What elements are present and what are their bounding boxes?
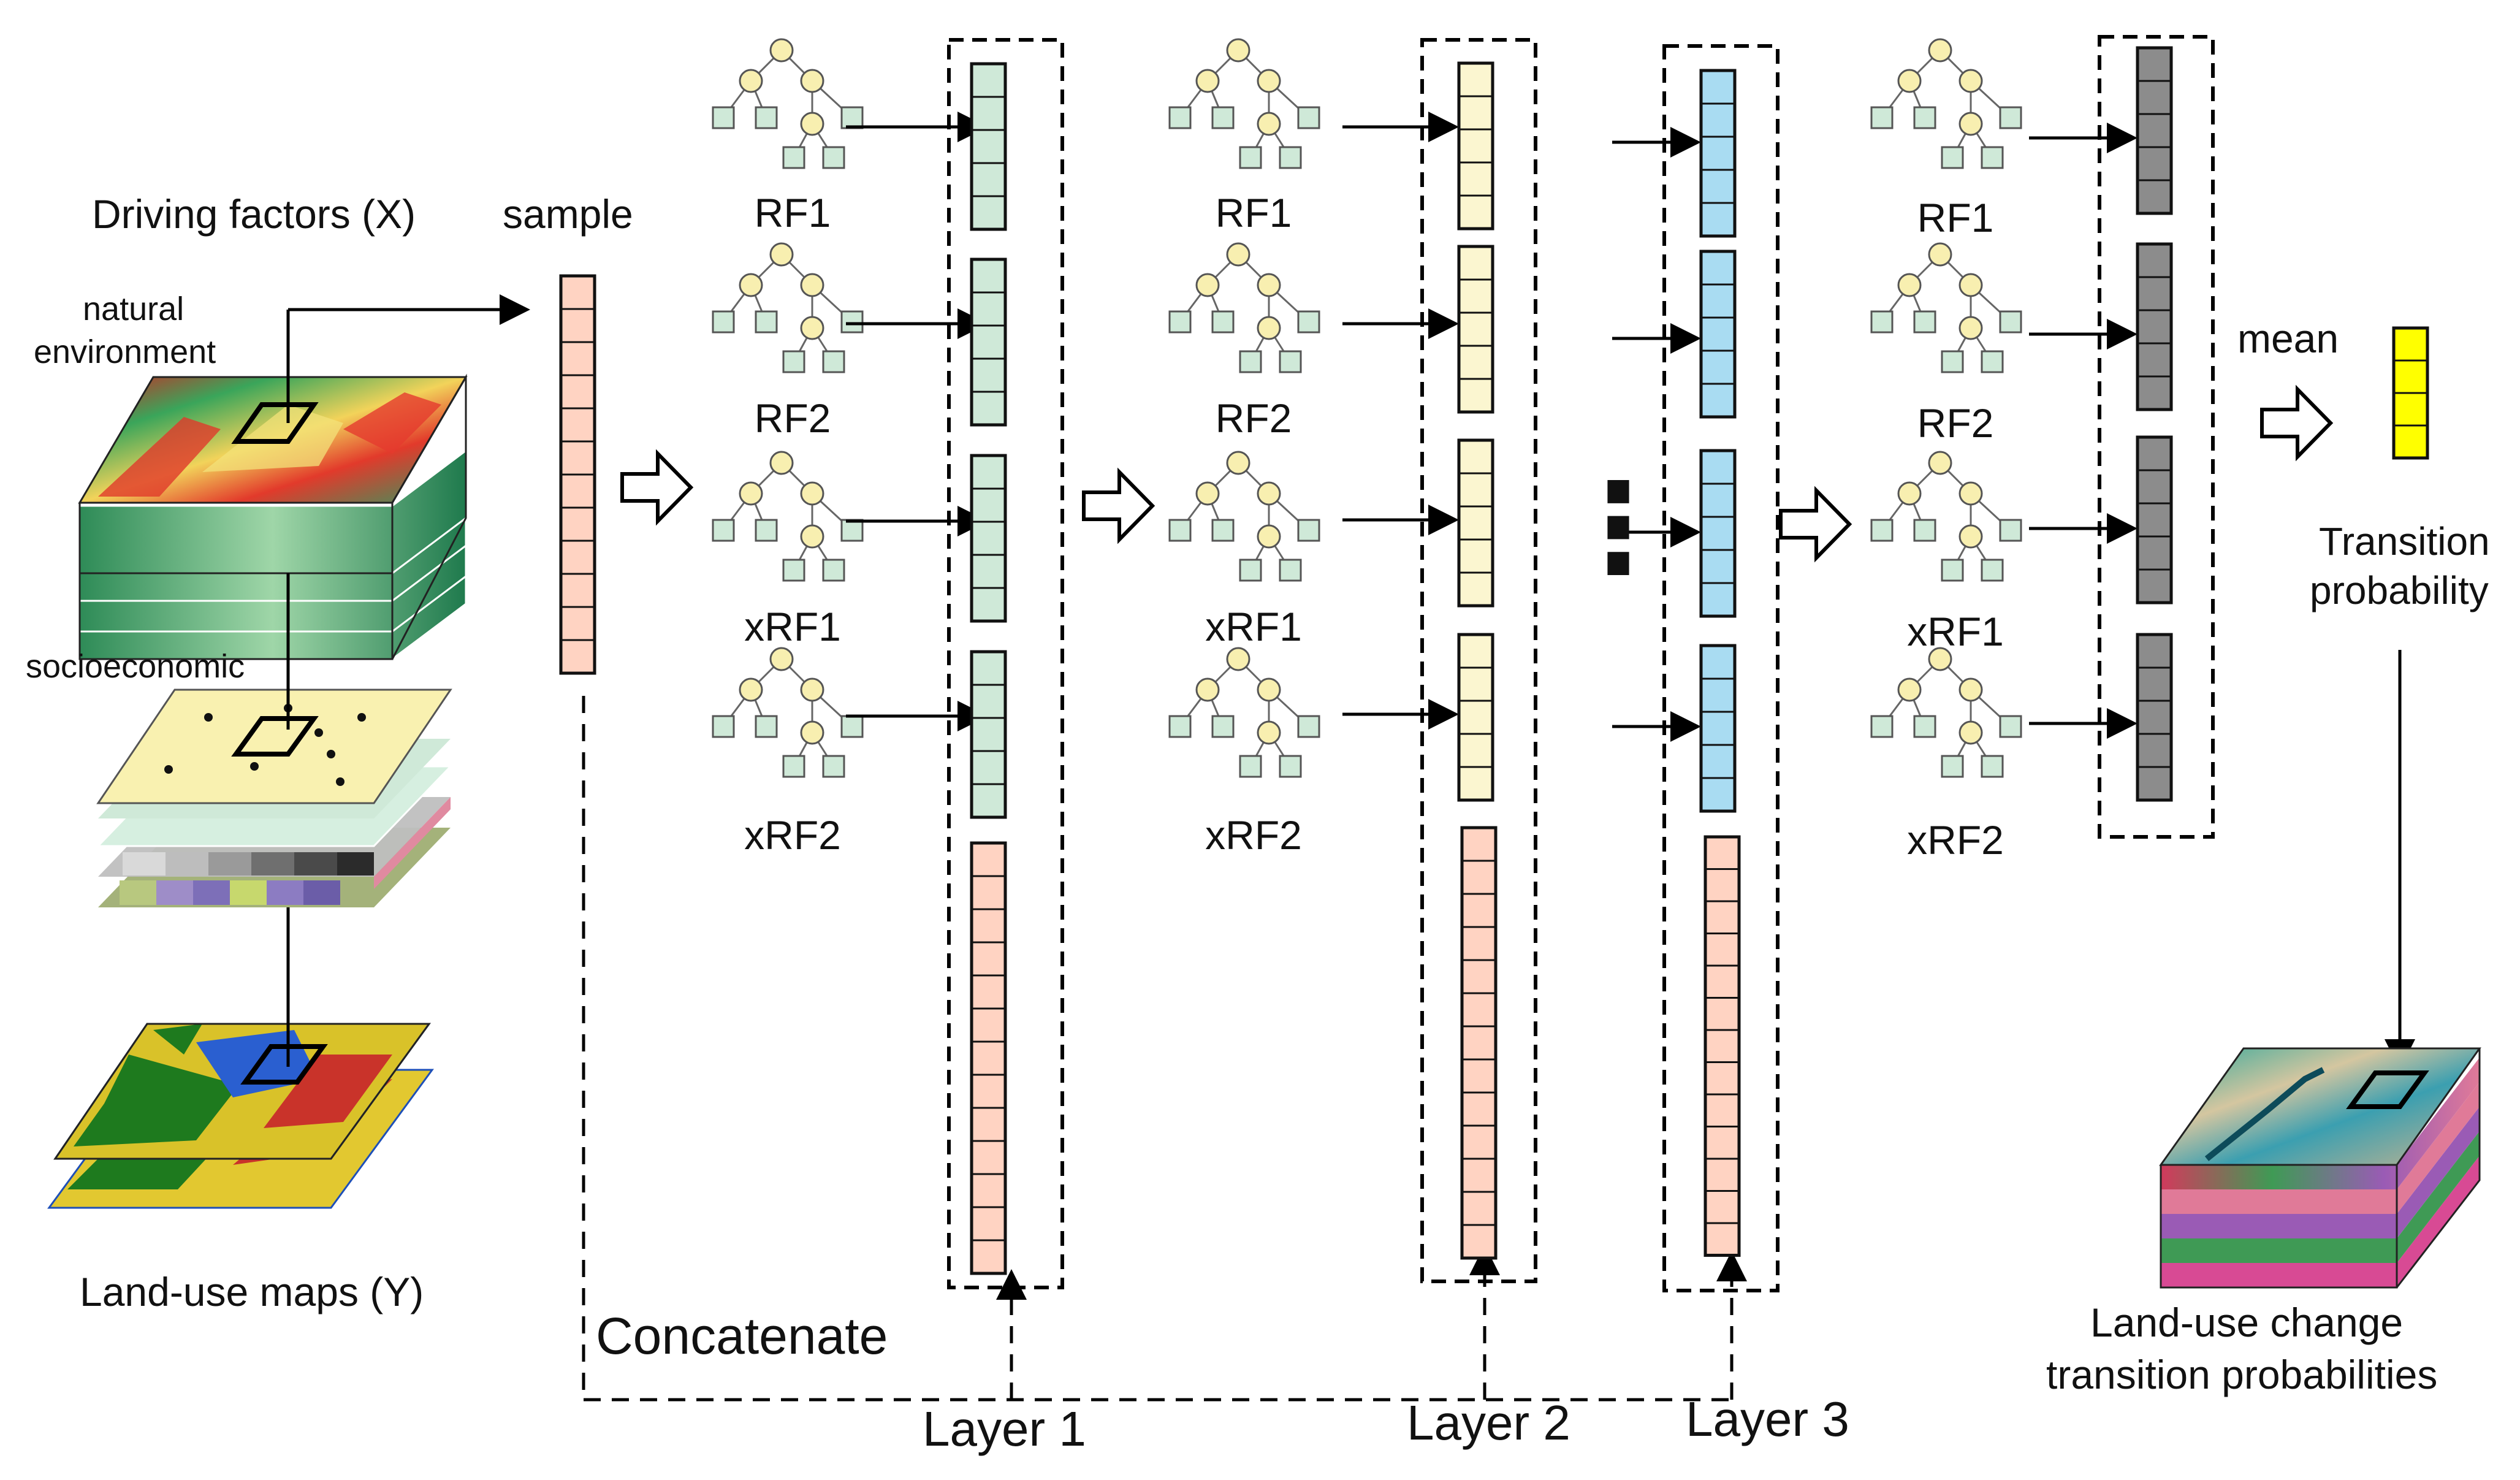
socioeconomic-stack [96,689,453,907]
layer-1-rf1-tree-icon [712,38,864,169]
final-xrf2-output [2136,633,2173,802]
concatenate-label: Concatenate [596,1307,888,1365]
layer-2-xrf1-label: xRF1 [1205,604,1302,649]
final-rf2-label: RF2 [1917,400,1994,446]
layer-1-rf2-tree-icon [712,242,864,373]
final-rf2-output [2136,242,2173,411]
layer-3-box [1662,44,1780,1292]
layer-1-rf1-output [970,62,1007,231]
concatenate-connector [582,696,1747,1402]
final-xrf1-output [2136,435,2173,605]
final-rf1-label: RF1 [1917,195,1994,240]
layer-1-xrf1-label: xRF1 [744,604,841,649]
hollow-arrow-icon-1 [620,449,694,526]
layer-1-xrf1-tree-icon [712,451,864,582]
land-use-maps-stack [47,1023,434,1209]
layer-1-concat-vector [970,841,1007,1275]
layer-2-xrf2-output [1457,633,1494,802]
layer-2-label: Layer 2 [1407,1395,1570,1450]
layer-2-xrf2-tree-icon [1168,647,1320,778]
natural-label-line2: environment [34,334,216,370]
layer-3-label: Layer 3 [1686,1392,1849,1446]
layer-3-xrf2-output [1699,644,1737,813]
final-rf1-output [2136,46,2173,215]
layer-2-rf1-output [1457,61,1494,231]
layer-boxes [947,35,2215,1292]
socioeconomic-label: socioeconomic [26,648,245,685]
mean-label: mean [2237,316,2339,361]
layer-2-xrf1-tree-icon [1168,451,1320,582]
hollow-arrow-icon-2 [1082,467,1155,544]
final-rf2-tree-icon [1870,242,2022,373]
driving-factors-label: Driving factors (X) [92,191,416,237]
layer-2-rf1-label: RF1 [1216,190,1292,235]
layer-1-rf2-output [970,257,1007,427]
final-xrf2-tree-icon [1870,647,2022,778]
final-rf1-tree-icon [1870,38,2022,169]
layer-3-rf2-output [1699,250,1737,419]
layer-3-concat-vector [1703,835,1741,1257]
layer-2-box [1420,38,1537,1283]
output-label-line2: transition probabilities [2046,1352,2437,1397]
output-label-line1: Land-use change [2090,1300,2403,1345]
transition-label-line1: Transition [2319,519,2490,563]
layer-3-xrf1-output [1699,449,1737,618]
natural-label-line1: natural [83,291,184,327]
mean-output-vector [2392,326,2429,460]
ellipsis: ⋮ [1557,460,1680,597]
layer-1-xrf2-output [970,650,1007,819]
layer-2-rf1-tree-icon [1168,38,1320,169]
natural-environment-stack [78,373,468,660]
layer-1-xrf2-label: xRF2 [744,812,841,858]
layer-1-rf2-label: RF2 [755,395,831,441]
layer-3-rf1-output [1699,69,1737,238]
hollow-arrow-icon-3 [1779,486,1852,563]
hollow-arrow-icon-4 [2260,384,2334,462]
final-xrf1-label: xRF1 [1907,609,2004,654]
layer-1-rf1-label: RF1 [755,190,831,235]
layer-1-box [947,38,1064,1289]
layer-1-label: Layer 1 [923,1402,1086,1456]
sample-label: sample [503,191,633,237]
layer-2-xrf2-label: xRF2 [1205,812,1302,858]
final-layer-box [2098,35,2215,839]
layer-1-xrf1-output [970,454,1007,623]
layer-2-xrf1-output [1457,438,1494,608]
layer-2-rf2-label: RF2 [1216,395,1292,441]
final-xrf1-tree-icon [1870,451,2022,582]
final-xrf2-label: xRF2 [1907,817,2004,863]
transition-label-line2: probability [2310,568,2489,612]
layer-1-xrf2-tree-icon [712,647,864,778]
sample-vector [559,274,596,675]
layer-2-concat-vector [1460,826,1498,1260]
layer-2-rf2-tree-icon [1168,242,1320,373]
layer-2-rf2-output [1457,245,1494,414]
land-use-maps-label: Land-use maps (Y) [80,1269,424,1314]
output-probability-stack [2159,1047,2481,1289]
